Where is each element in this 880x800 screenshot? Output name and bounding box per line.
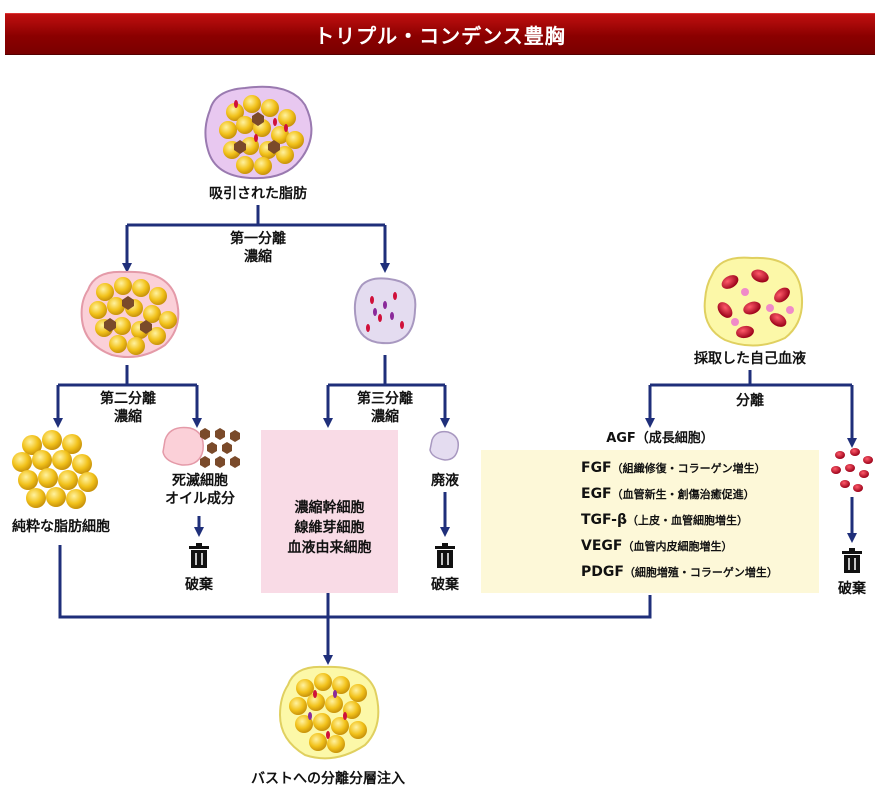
final-injection-label: バストへの分離分層注入: [251, 771, 405, 787]
pure-fat-cluster: [12, 430, 98, 509]
growth-factor-egf: EGF（血管新生・創傷治癒促進）: [581, 486, 755, 502]
dead-cells-label-2: オイル成分: [165, 491, 235, 507]
separation2-label-1: 第二分離: [100, 391, 156, 407]
growth-factor-box: FGF（組織修復・コラーゲン増生） EGF（血管新生・創傷治癒促進） TGF-β…: [481, 450, 819, 593]
page-title: トリプル・コンデンス豊胸: [314, 23, 566, 48]
final-injection-cluster: [278, 665, 380, 760]
blood-separation-label: 分離: [736, 393, 764, 409]
separation3-label-1: 第三分離: [357, 391, 413, 407]
discard-label: 破棄: [838, 581, 866, 597]
aspirated-fat-cluster: [204, 85, 313, 180]
waste-fluid-blob: [429, 430, 460, 461]
concentrated-label-3: 血液由来細胞: [287, 540, 372, 556]
connector-lines: [53, 205, 857, 665]
blood-label: 採取した自己血液: [694, 351, 806, 367]
growth-factor-tgf: TGF-β（上皮・血管細胞増生）: [581, 512, 749, 528]
separation1-label-2: 濃縮: [244, 249, 272, 265]
concentrated-fat-cluster: [80, 270, 180, 358]
discard-label: 破棄: [431, 577, 459, 593]
concentrated-label-1: 濃縮幹細胞: [294, 500, 365, 516]
separation3-label-2: 濃縮: [371, 409, 399, 425]
title-banner: トリプル・コンデンス豊胸: [5, 13, 875, 55]
blood-cluster: [703, 256, 804, 347]
separation1-label-1: 第一分離: [230, 231, 286, 247]
trash-icon: [189, 543, 862, 573]
agf-label: AGF（成長細胞）: [606, 431, 714, 446]
discard-blood-cells: [831, 448, 873, 492]
stem-cell-liquid: [353, 277, 417, 345]
aspirated-fat-label: 吸引された脂肪: [209, 186, 307, 202]
concentrated-cells-box: 濃縮幹細胞 線維芽細胞 血液由来細胞: [261, 430, 398, 593]
discard-label: 破棄: [185, 577, 213, 593]
pure-fat-label: 純粋な脂肪細胞: [12, 519, 110, 535]
growth-factor-pdgf: PDGF（細胞増殖・コラーゲン増生）: [581, 564, 778, 580]
waste-fluid-label: 廃液: [431, 473, 459, 489]
separation2-label-2: 濃縮: [114, 409, 142, 425]
growth-factor-vegf: VEGF（血管内皮細胞増生）: [581, 538, 733, 554]
dead-cells-label-1: 死滅細胞: [172, 473, 228, 489]
growth-factor-fgf: FGF（組織修復・コラーゲン増生）: [581, 460, 766, 476]
concentrated-label-2: 線維芽細胞: [294, 520, 365, 536]
dead-cell-cluster: [162, 426, 240, 468]
